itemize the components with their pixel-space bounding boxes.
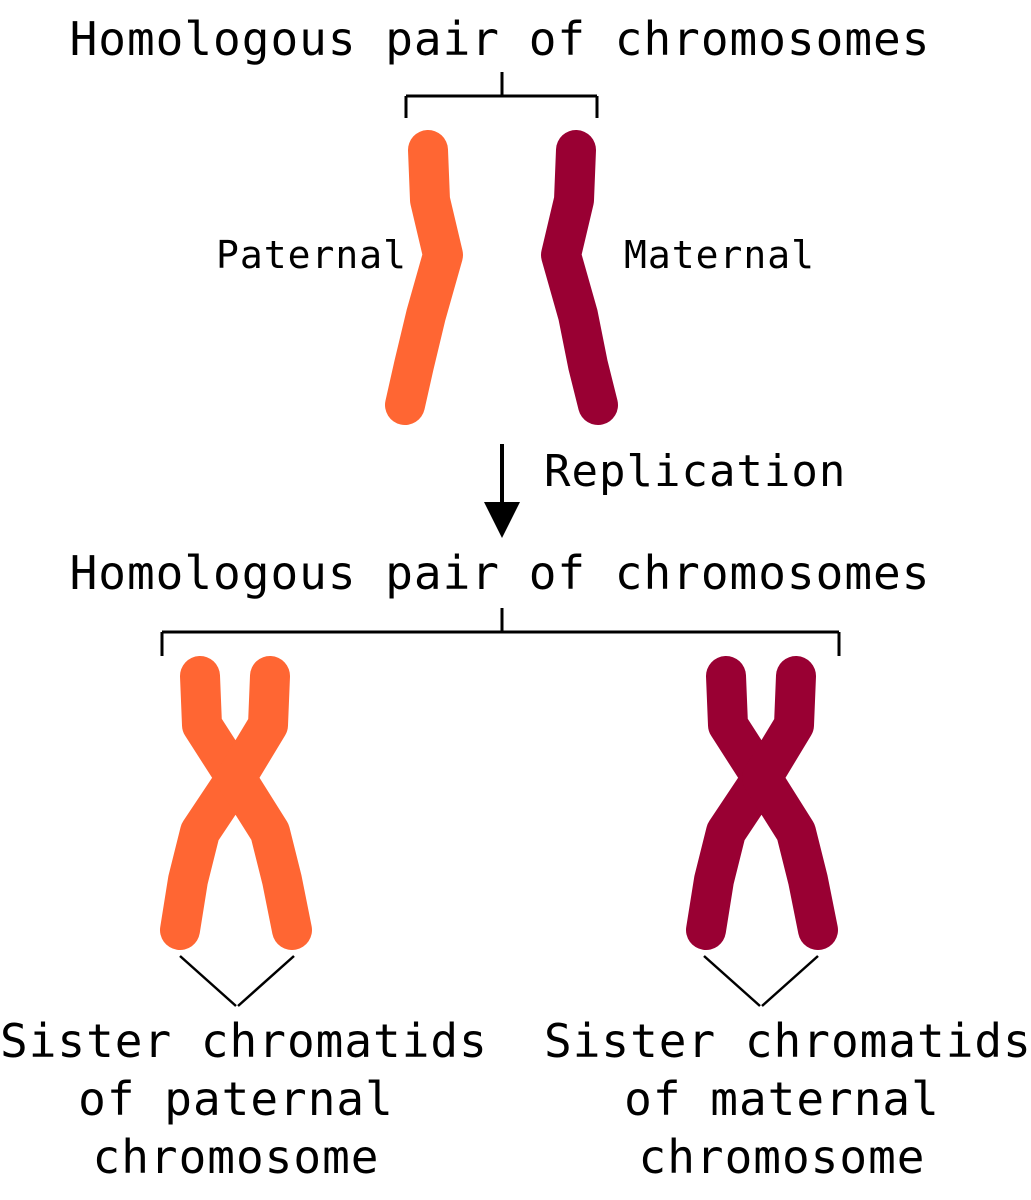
replication-label: Replication [544, 446, 847, 497]
maternal-replicated-chromosome [686, 656, 838, 950]
bottom-title: Homologous pair of chromosomes [69, 546, 931, 600]
paternal-caption-line3: chromosome [92, 1130, 380, 1184]
paternal-chromatid-left [160, 656, 256, 950]
maternal-caption-line2: of maternal [624, 1072, 940, 1126]
maternal-chromatid-left [686, 656, 782, 950]
paternal-label: Paternal [216, 233, 408, 277]
maternal-chromatid-right [742, 656, 838, 950]
paternal-replicated-chromosome [160, 656, 312, 950]
maternal-caption-line1: Sister chromatids [544, 1014, 1031, 1068]
down-arrow-icon [484, 444, 520, 538]
maternal-caption-pointer [703, 955, 819, 1007]
paternal-chromosome [385, 130, 463, 425]
paternal-chromatid-right [216, 656, 312, 950]
maternal-caption-line3: chromosome [638, 1130, 926, 1184]
maternal-caption: Sister chromatids of maternal chromosome [544, 1012, 1031, 1186]
top-bracket [404, 72, 599, 118]
maternal-label: Maternal [624, 233, 816, 277]
bottom-bracket [160, 608, 841, 656]
paternal-caption-pointer [179, 955, 295, 1007]
top-title: Homologous pair of chromosomes [69, 12, 931, 66]
maternal-chromosome [541, 130, 618, 425]
paternal-caption-line2: of paternal [78, 1072, 394, 1126]
paternal-caption: Sister chromatids of paternal chromosome [0, 1012, 488, 1186]
paternal-caption-line1: Sister chromatids [0, 1014, 488, 1068]
